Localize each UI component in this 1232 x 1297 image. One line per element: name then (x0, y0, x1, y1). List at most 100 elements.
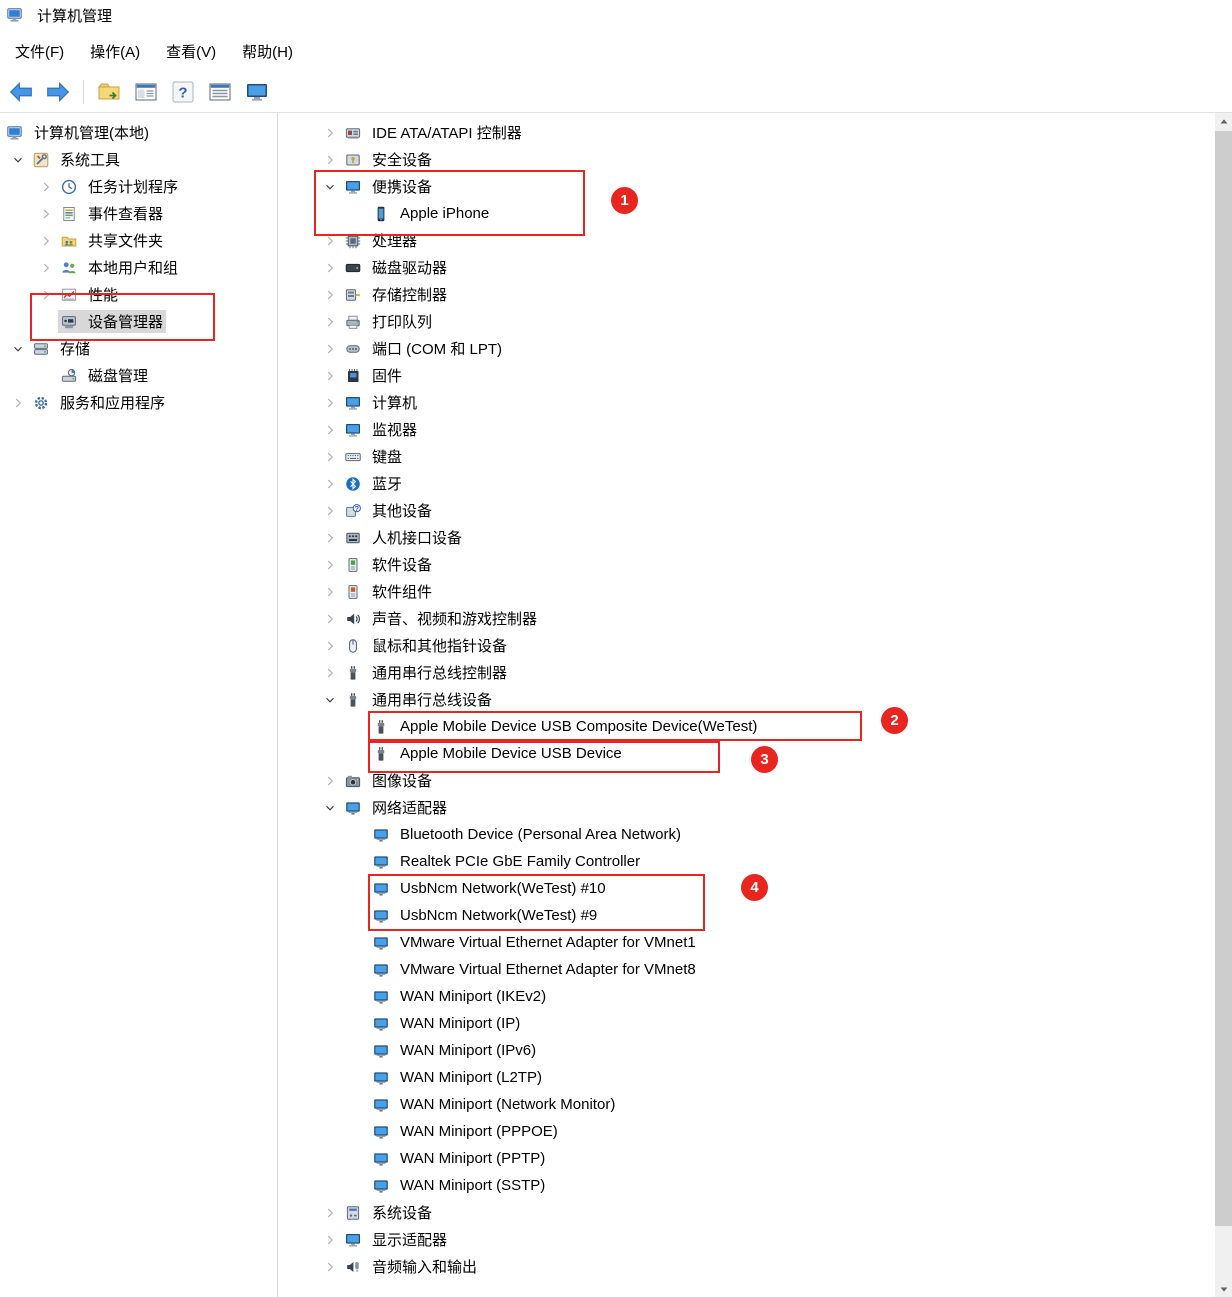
chevron-collapsed-icon[interactable] (318, 152, 342, 168)
chevron-collapsed-icon[interactable] (318, 638, 342, 654)
tree-item[interactable]: 性能 (0, 281, 277, 308)
tree-item[interactable]: VMware Virtual Ethernet Adapter for VMne… (278, 956, 1232, 983)
tree-item[interactable]: 监视器 (278, 416, 1232, 443)
tree-item-body[interactable]: 键盘 (342, 445, 405, 468)
tree-item-body[interactable]: WAN Miniport (PPPOE) (370, 1122, 561, 1141)
tree-item[interactable]: 处理器 (278, 227, 1232, 254)
back-button[interactable] (6, 77, 36, 107)
tree-item[interactable]: 计算机管理(本地) (0, 119, 277, 146)
menu-help[interactable]: 帮助(H) (242, 43, 293, 61)
tree-item-body[interactable]: Bluetooth Device (Personal Area Network) (370, 825, 684, 844)
tree-item-body[interactable]: Realtek PCIe GbE Family Controller (370, 852, 643, 871)
tree-item[interactable]: 音频输入和输出 (278, 1253, 1232, 1280)
tree-item-body[interactable]: 便携设备 (342, 175, 435, 198)
tree-item[interactable]: 存储控制器 (278, 281, 1232, 308)
chevron-collapsed-icon[interactable] (318, 1205, 342, 1221)
tree-item[interactable]: 鼠标和其他指针设备 (278, 632, 1232, 659)
tree-item-body[interactable]: 蓝牙 (342, 472, 405, 495)
chevron-collapsed-icon[interactable] (318, 422, 342, 438)
tree-item-body[interactable]: 共享文件夹 (58, 229, 166, 252)
tree-item-body[interactable]: 音频输入和输出 (342, 1255, 480, 1278)
tree-item-body[interactable]: 存储控制器 (342, 283, 450, 306)
tree-item[interactable]: 磁盘驱动器 (278, 254, 1232, 281)
menu-file[interactable]: 文件(F) (15, 43, 65, 61)
tree-item-body[interactable]: 磁盘管理 (58, 364, 151, 387)
tree-item[interactable]: WAN Miniport (L2TP) (278, 1064, 1232, 1091)
menu-view[interactable]: 查看(V) (166, 43, 217, 61)
tree-item[interactable]: 端口 (COM 和 LPT) (278, 335, 1232, 362)
forward-button[interactable] (43, 77, 73, 107)
scroll-up-icon[interactable] (1215, 113, 1232, 130)
chevron-collapsed-icon[interactable] (318, 773, 342, 789)
tree-item-body[interactable]: Apple iPhone (370, 204, 492, 223)
chevron-collapsed-icon[interactable] (318, 584, 342, 600)
selected-tree-item[interactable]: 设备管理器 (58, 310, 167, 333)
chevron-expanded-icon[interactable] (6, 341, 30, 357)
chevron-collapsed-icon[interactable] (318, 260, 342, 276)
tree-item-body[interactable]: WAN Miniport (IPv6) (370, 1041, 539, 1060)
tree-item[interactable]: WAN Miniport (PPTP) (278, 1145, 1232, 1172)
tree-item[interactable]: 服务和应用程序 (0, 389, 277, 416)
chevron-collapsed-icon[interactable] (318, 530, 342, 546)
tree-item-body[interactable]: 软件设备 (342, 553, 435, 576)
chevron-collapsed-icon[interactable] (34, 179, 58, 195)
chevron-expanded-icon[interactable] (318, 800, 342, 816)
tree-item-body[interactable]: 通用串行总线控制器 (342, 661, 510, 684)
tree-item[interactable]: 共享文件夹 (0, 227, 277, 254)
chevron-collapsed-icon[interactable] (318, 125, 342, 141)
tree-item-body[interactable]: 鼠标和其他指针设备 (342, 634, 510, 657)
tree-item[interactable]: Apple Mobile Device USB Composite Device… (278, 713, 1232, 740)
tree-item[interactable]: VMware Virtual Ethernet Adapter for VMne… (278, 929, 1232, 956)
tree-item-body[interactable]: IDE ATA/ATAPI 控制器 (342, 121, 525, 144)
tree-item-body[interactable]: 服务和应用程序 (30, 391, 168, 414)
tree-item-body[interactable]: Apple Mobile Device USB Device (370, 744, 625, 763)
tree-item[interactable]: Apple iPhone (278, 200, 1232, 227)
tree-item[interactable]: Apple Mobile Device USB Device (278, 740, 1232, 767)
tree-item-body[interactable]: 软件组件 (342, 580, 435, 603)
tree-item-body[interactable]: 通用串行总线设备 (342, 688, 495, 711)
tree-item-body[interactable]: 事件查看器 (58, 202, 166, 225)
tree-item-body[interactable]: 固件 (342, 364, 405, 387)
tree-item[interactable]: WAN Miniport (IPv6) (278, 1037, 1232, 1064)
chevron-expanded-icon[interactable] (318, 692, 342, 708)
tree-item-body[interactable]: Apple Mobile Device USB Composite Device… (370, 717, 760, 736)
tree-item[interactable]: 声音、视频和游戏控制器 (278, 605, 1232, 632)
chevron-expanded-icon[interactable] (6, 152, 30, 168)
tree-item-body[interactable]: UsbNcm Network(WeTest) #10 (370, 879, 609, 898)
chevron-collapsed-icon[interactable] (6, 395, 30, 411)
tree-item-body[interactable]: WAN Miniport (SSTP) (370, 1176, 548, 1195)
chevron-collapsed-icon[interactable] (318, 503, 342, 519)
scrollbar-thumb[interactable] (1215, 131, 1232, 1226)
chevron-collapsed-icon[interactable] (318, 1232, 342, 1248)
tree-item[interactable]: 通用串行总线控制器 (278, 659, 1232, 686)
tree-item[interactable]: 图像设备 (278, 767, 1232, 794)
chevron-collapsed-icon[interactable] (318, 287, 342, 303)
tree-item-body[interactable]: 人机接口设备 (342, 526, 465, 549)
chevron-collapsed-icon[interactable] (318, 368, 342, 384)
tree-item[interactable]: 计算机 (278, 389, 1232, 416)
tree-item[interactable]: 人机接口设备 (278, 524, 1232, 551)
tree-item[interactable]: 存储 (0, 335, 277, 362)
chevron-collapsed-icon[interactable] (318, 395, 342, 411)
tree-item-body[interactable]: 声音、视频和游戏控制器 (342, 607, 540, 630)
tree-item[interactable]: 系统设备 (278, 1199, 1232, 1226)
chevron-collapsed-icon[interactable] (318, 557, 342, 573)
tree-item[interactable]: 便携设备 (278, 173, 1232, 200)
tree-item-body[interactable]: UsbNcm Network(WeTest) #9 (370, 906, 600, 925)
tree-item-body[interactable]: 图像设备 (342, 769, 435, 792)
chevron-collapsed-icon[interactable] (318, 665, 342, 681)
tree-item[interactable]: WAN Miniport (IKEv2) (278, 983, 1232, 1010)
tree-item[interactable]: UsbNcm Network(WeTest) #10 (278, 875, 1232, 902)
tree-item[interactable]: WAN Miniport (PPPOE) (278, 1118, 1232, 1145)
chevron-collapsed-icon[interactable] (34, 287, 58, 303)
tree-item[interactable]: ?其他设备 (278, 497, 1232, 524)
tree-item-body[interactable]: VMware Virtual Ethernet Adapter for VMne… (370, 933, 699, 952)
remote-monitor-button[interactable] (242, 77, 272, 107)
tree-item-body[interactable]: 打印队列 (342, 310, 435, 333)
menu-action[interactable]: 操作(A) (90, 43, 141, 61)
tree-item[interactable]: IDE ATA/ATAPI 控制器 (278, 119, 1232, 146)
show-action-pane-button[interactable] (131, 77, 161, 107)
tree-item-body[interactable]: 安全设备 (342, 148, 435, 171)
chevron-collapsed-icon[interactable] (318, 314, 342, 330)
export-list-button[interactable] (205, 77, 235, 107)
